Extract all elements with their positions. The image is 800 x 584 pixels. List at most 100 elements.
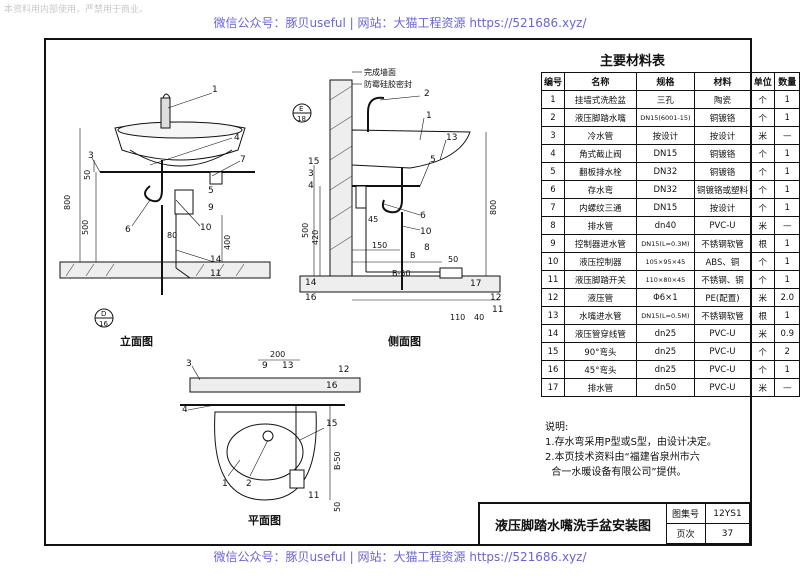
- dim-front-400: 400: [223, 235, 232, 250]
- side-label-12: 12: [490, 293, 501, 303]
- note-line: 合一水暖设备有限公司”提供。: [545, 467, 687, 478]
- table-cell: 角式截止阀: [564, 144, 637, 163]
- table-cell: 液压管: [564, 288, 637, 307]
- table-cell: 10: [540, 252, 566, 271]
- side-label-11: 11: [492, 305, 503, 315]
- atlas-label: 图集号: [666, 504, 706, 524]
- table-cell: 排水管: [564, 378, 637, 397]
- table-cell: —: [774, 378, 800, 397]
- table-cell: DN15(L=0.5M): [635, 306, 695, 325]
- table-cell: DN15: [635, 198, 695, 217]
- plan-label-3: 3: [186, 359, 192, 369]
- front-label-6: 6: [125, 225, 131, 235]
- plan-label-11: 11: [308, 491, 319, 501]
- table-cell: 0.9: [774, 324, 800, 343]
- table-cell: dn25: [635, 342, 695, 361]
- table-cell: 5: [540, 162, 566, 181]
- side-label-3: 3: [308, 169, 314, 179]
- front-label-14: 14: [210, 255, 222, 265]
- front-label-11: 11: [210, 269, 221, 279]
- dim-side-50: 50: [448, 255, 458, 264]
- side-label-16: 16: [305, 293, 317, 303]
- table-cell: 1: [774, 162, 800, 181]
- table-cell: dn25: [635, 324, 695, 343]
- side-label-15: 15: [308, 157, 319, 167]
- table-cell: 水嘴进水管: [564, 306, 637, 325]
- front-view: 800 500 50 400 80 1 4 3 7 6 5 9 10 14 11…: [59, 85, 271, 348]
- table-cell: 内螺纹三通: [564, 198, 637, 217]
- front-label-4: 4: [234, 133, 240, 143]
- plan-label-16: 16: [326, 381, 338, 391]
- materials-title: 主要材料表: [600, 54, 666, 69]
- dim-side-150: 150: [372, 241, 387, 250]
- table-cell: 按设计: [693, 126, 751, 145]
- table-cell: Φ6×1: [635, 288, 695, 307]
- section-d-top: D: [101, 310, 106, 318]
- table-cell: 液压控制器: [564, 252, 637, 271]
- bottom-watermark: 微信公众号：豚贝useful | 网站：大猫工程资源 https://52168…: [213, 550, 587, 564]
- plan-label-12: 12: [338, 365, 349, 375]
- table-cell: 13: [540, 306, 566, 325]
- front-label-1: 1: [212, 85, 218, 95]
- table-cell: PE(配置): [693, 288, 751, 307]
- header-cell: 规格: [635, 72, 695, 91]
- table-cell: 14: [540, 324, 566, 343]
- table-cell: 1: [540, 90, 566, 109]
- table-cell: 1: [774, 144, 800, 163]
- drawing-title: 液压脚踏水嘴洗手盆安装图: [480, 504, 667, 544]
- table-cell: 个: [749, 252, 776, 271]
- front-label-5: 5: [208, 186, 214, 196]
- table-cell: —: [774, 216, 800, 235]
- table-cell: DN15: [635, 144, 695, 163]
- header-cell: 编号: [540, 72, 566, 91]
- table-cell: 米: [749, 288, 776, 307]
- table-cell: DN32: [635, 180, 695, 199]
- plan-label-13: 13: [282, 361, 293, 371]
- table-cell: 2: [774, 342, 800, 361]
- header-cell: 名称: [564, 72, 637, 91]
- table-cell: DN32: [635, 162, 695, 181]
- table-cell: 1: [774, 252, 800, 271]
- table-cell: 个: [749, 90, 776, 109]
- table-cell: 1: [774, 198, 800, 217]
- header-cell: 单位: [749, 72, 776, 91]
- table-cell: 铜镀铬: [693, 144, 751, 163]
- plan-view-label: 平面图: [248, 514, 281, 527]
- section-e-top: E: [299, 105, 303, 113]
- callout-wall-finish: 完成墙面: [364, 67, 396, 77]
- top-watermark: 微信公众号：豚贝useful | 网站：大猫工程资源 https://52168…: [213, 16, 587, 30]
- table-cell: 根: [749, 234, 776, 253]
- dim-front-50: 50: [83, 170, 92, 180]
- dim-front-800: 800: [63, 195, 72, 210]
- table-cell: PVC-U: [693, 378, 751, 397]
- table-cell: 9: [540, 234, 566, 253]
- plan-label-2: 2: [246, 479, 252, 489]
- plan-view: 200 B-50 50 3 4 1 2 15 16 12 13 9 11 平面图: [180, 350, 361, 527]
- table-cell: 个: [749, 108, 776, 127]
- note-line: 1.存水弯采用P型或S型，由设计决定。: [545, 437, 717, 448]
- table-cell: DN15(6001-15): [635, 108, 695, 127]
- table-cell: 16: [540, 360, 566, 379]
- table-cell: 110×80×45: [635, 270, 695, 289]
- table-cell: —: [774, 126, 800, 145]
- side-label-2: 2: [424, 89, 430, 99]
- table-cell: 15: [540, 342, 566, 361]
- page-label: 页次: [666, 524, 706, 544]
- side-view: 420 500 800 150 45 B B-50 50 110 40 完成墙面…: [292, 67, 503, 348]
- table-cell: 铜镀铬: [693, 108, 751, 127]
- table-cell: 控制器进水管: [564, 234, 637, 253]
- table-cell: 根: [749, 306, 776, 325]
- front-label-10: 10: [200, 223, 212, 233]
- side-label-10: 10: [420, 227, 432, 237]
- table-cell: 个: [749, 180, 776, 199]
